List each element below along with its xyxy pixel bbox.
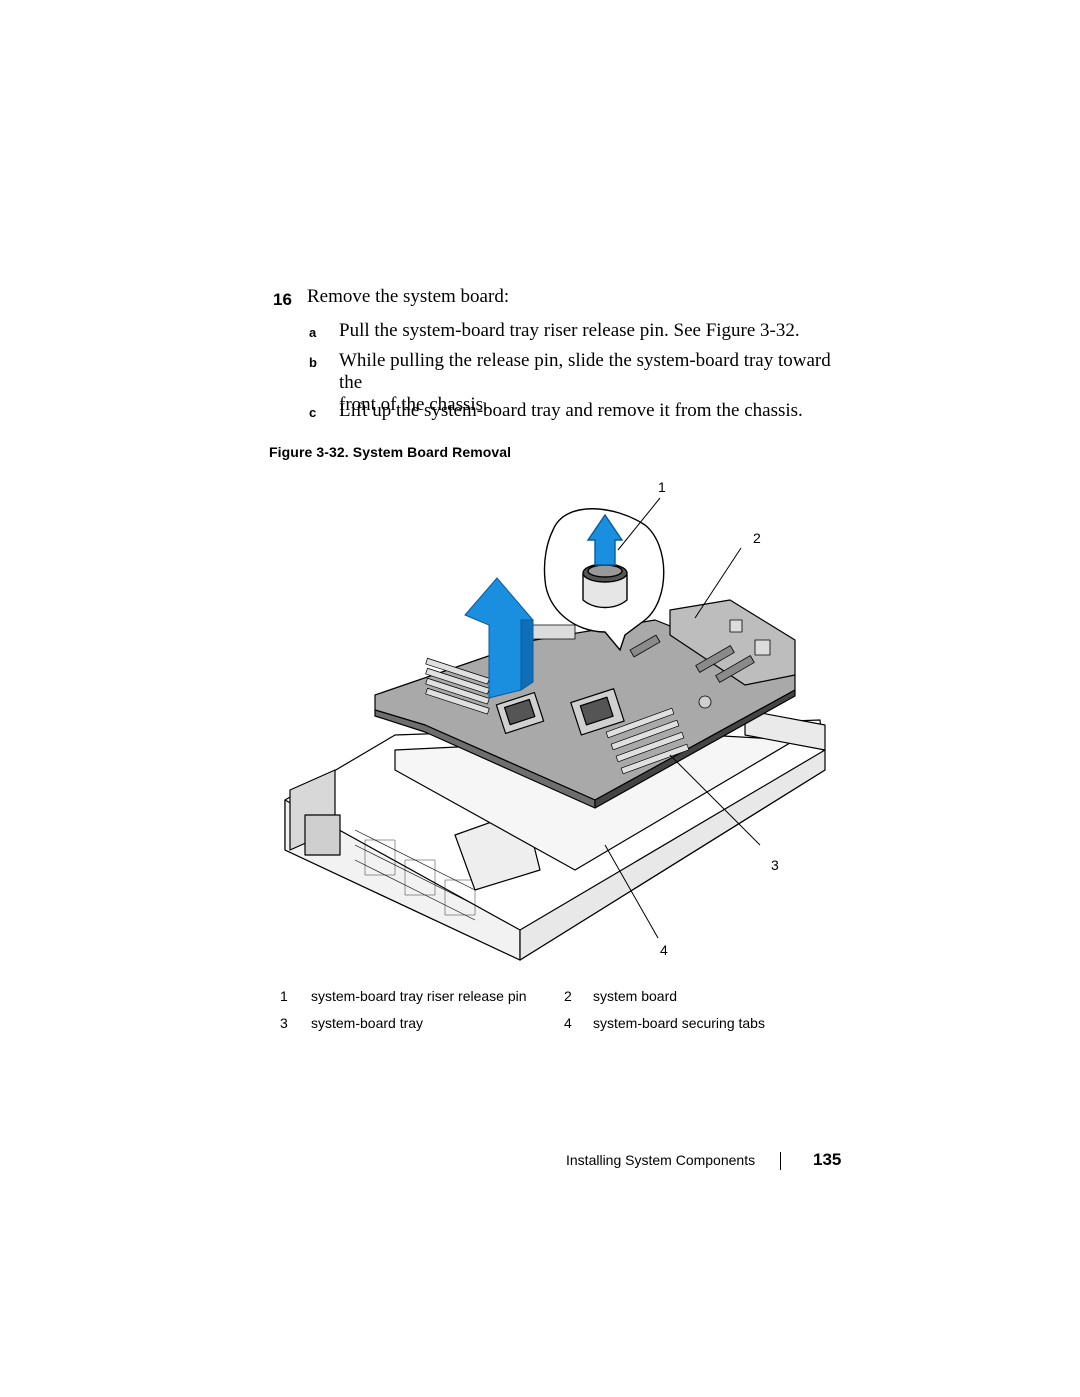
legend-text: system-board tray	[311, 1015, 424, 1031]
legend-number: 3	[280, 1015, 288, 1031]
riser-pin-detail	[543, 508, 665, 652]
legend-number: 2	[564, 988, 572, 1004]
legend-text: system-board securing tabs	[593, 1015, 765, 1031]
chassis-drawing	[284, 709, 826, 961]
callout-3: 3	[771, 857, 779, 873]
substep-text: Lift up the system-board tray and remove…	[339, 400, 803, 421]
footer-section-title: Installing System Components	[566, 1152, 756, 1168]
callout-2: 2	[753, 530, 761, 546]
legend-row: 1 system-board tray riser release pin 2 …	[280, 988, 800, 1008]
legend-row: 3 system-board tray 4 system-board secur…	[280, 1015, 800, 1035]
legend-number: 4	[564, 1015, 572, 1031]
substep-text: Pull the system-board tray riser release…	[339, 320, 800, 341]
substep-letter: a	[309, 325, 317, 340]
legend-text: system board	[593, 988, 678, 1004]
page-footer: Installing System Components 135	[0, 1150, 1080, 1174]
substep-letter: c	[309, 405, 317, 420]
page-number: 135	[813, 1150, 842, 1169]
footer-separator	[780, 1152, 781, 1170]
legend-text: system-board tray riser release pin	[311, 988, 527, 1004]
callout-1: 1	[658, 479, 666, 495]
step-number: 16	[273, 290, 292, 309]
figure-caption: Figure 3-32. System Board Removal	[269, 444, 512, 460]
legend-number: 1	[280, 988, 288, 1004]
system-board-drawing	[374, 599, 796, 809]
substep-text: While pulling the release pin, slide the…	[339, 350, 831, 415]
callout-4: 4	[660, 942, 668, 958]
lift-arrow	[464, 577, 535, 699]
step-text: Remove the system board:	[307, 286, 510, 307]
substep-letter: b	[309, 355, 317, 370]
system-board-removal-illustration: 1 2 3 4	[275, 470, 855, 970]
